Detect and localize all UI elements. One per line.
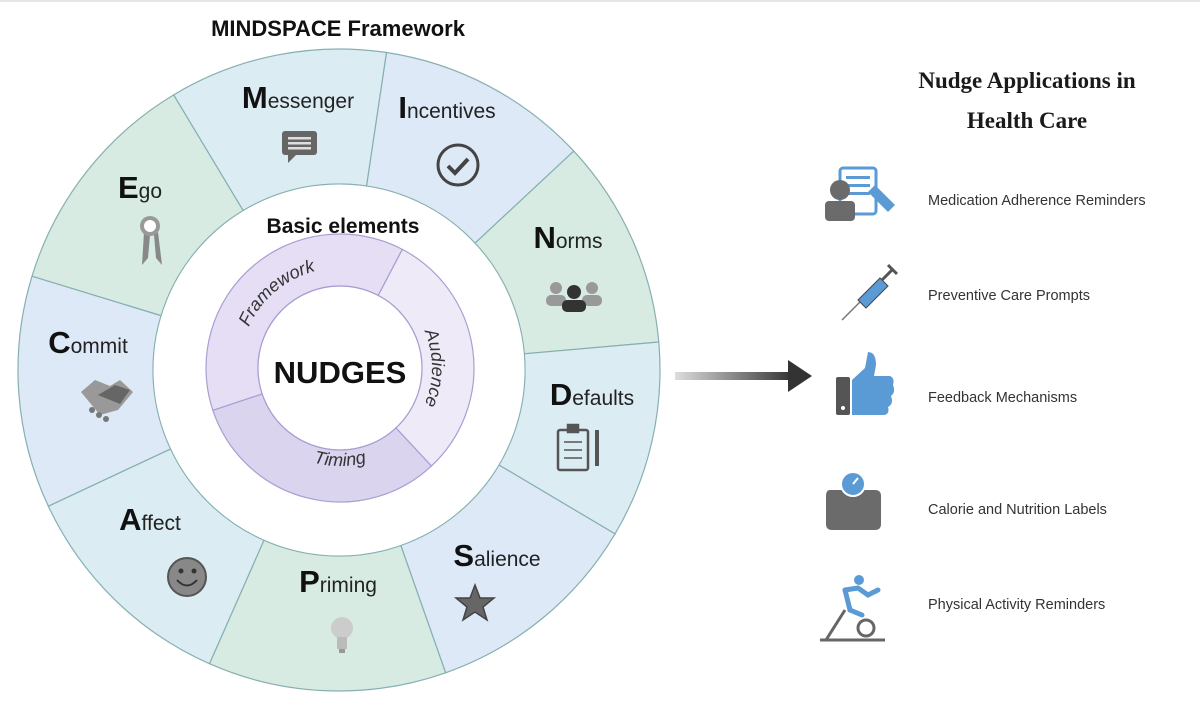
applications-title-line2: Health Care [967, 108, 1087, 133]
award-ribbon-icon [140, 216, 162, 265]
center-label: NUDGES [274, 355, 407, 390]
segment-label-ego: Ego [118, 170, 162, 205]
application-item-medication: Medication Adherence Reminders [928, 193, 1146, 209]
basic-elements-label: Basic elements [267, 215, 420, 238]
framework-title: MINDSPACE Framework [211, 16, 466, 41]
scale-icon [826, 471, 881, 530]
smiley-icon [167, 557, 207, 597]
ring-label-timing: Timing [312, 447, 367, 470]
clipboard-icon [556, 423, 599, 472]
outer-segments [17, 48, 661, 692]
application-item-calorie: Calorie and Nutrition Labels [928, 502, 1107, 518]
exercise-bike-icon [820, 575, 885, 642]
segment-label-norms: Norms [533, 220, 602, 255]
lightbulb-icon [331, 617, 353, 653]
handshake-icon [81, 380, 133, 422]
center-circle [257, 285, 423, 451]
group-icon [546, 282, 602, 312]
basic-elements-ring [205, 233, 475, 503]
segment-label-priming: Priming [299, 564, 377, 599]
application-item-activity: Physical Activity Reminders [928, 597, 1105, 613]
segment-label-incentives: Incentives [398, 90, 495, 125]
thumbs-up-icon [836, 352, 895, 415]
segment-label-messenger: Messenger [242, 80, 354, 115]
application-item-preventive: Preventive Care Prompts [928, 288, 1090, 304]
segment-label-commit: Commit [48, 325, 128, 360]
message-icon [282, 131, 317, 163]
segment-label-defaults: Defaults [550, 377, 634, 412]
application-item-feedback: Feedback Mechanisms [928, 390, 1077, 406]
applications-title-line1: Nudge Applications in [918, 68, 1135, 93]
syringe-icon [841, 263, 899, 321]
segment-label-affect: Affect [119, 502, 181, 537]
patient-checklist-icon [825, 166, 895, 221]
segment-label-salience: Salience [453, 538, 540, 573]
check-circle-icon [436, 143, 480, 187]
arrow-right-icon [675, 360, 812, 392]
star-icon [453, 582, 497, 622]
